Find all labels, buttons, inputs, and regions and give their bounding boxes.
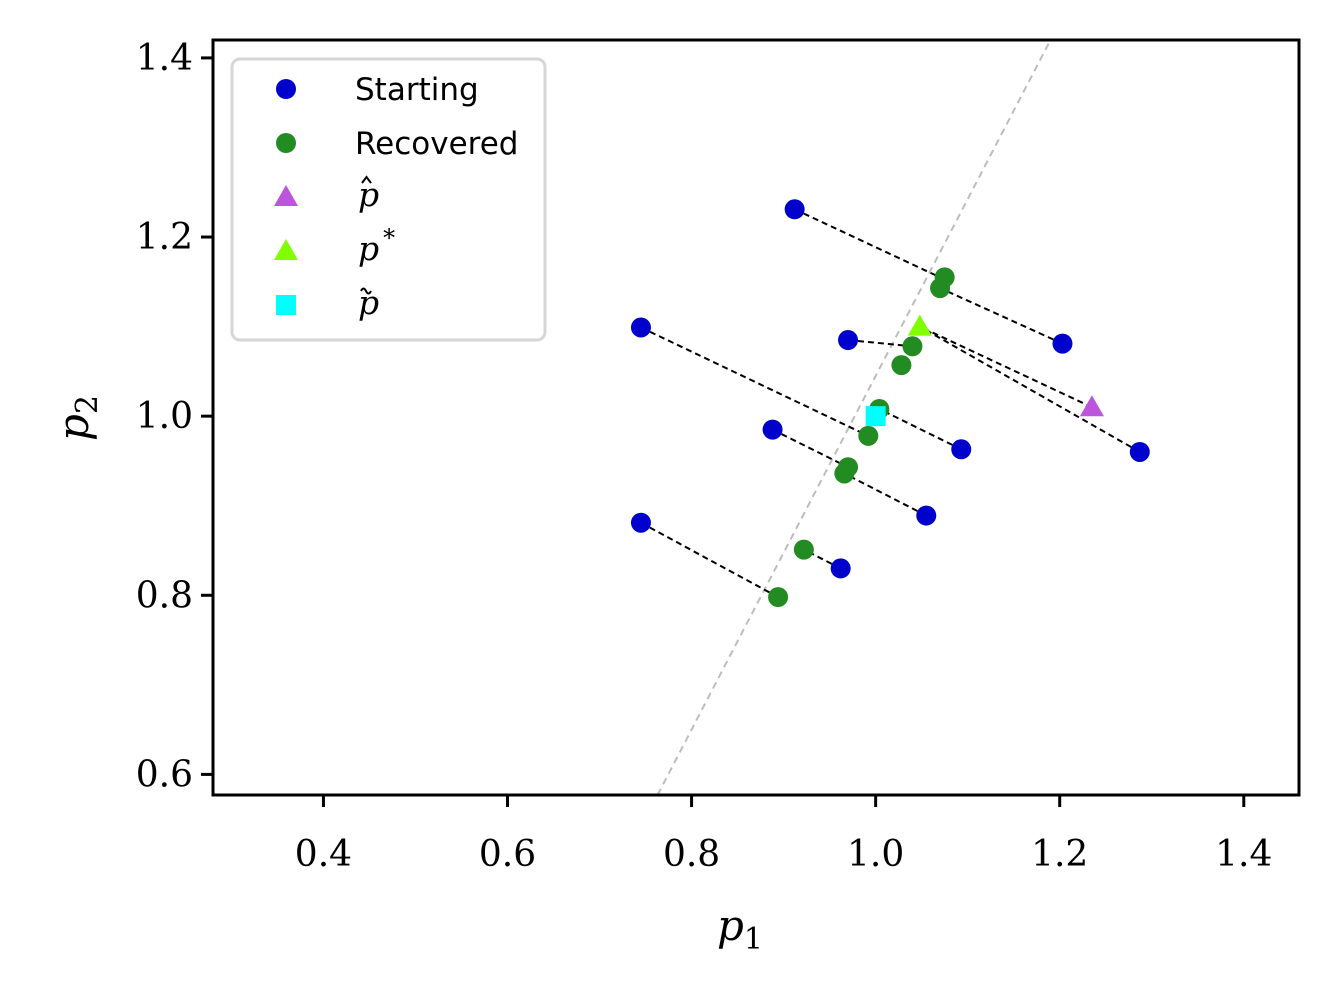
recovered-point xyxy=(891,355,912,376)
p-tilde-point xyxy=(865,406,886,427)
plot-area xyxy=(630,40,1150,795)
reference-line xyxy=(656,40,1052,795)
legend-box xyxy=(230,57,547,342)
x-tick-label: 1.0 xyxy=(847,834,904,875)
starting-point xyxy=(762,419,783,440)
p-star-point xyxy=(907,314,932,336)
connection-line xyxy=(919,325,1141,453)
x-tick-label: 0.8 xyxy=(663,834,720,875)
connection-line xyxy=(843,472,927,517)
starting-point xyxy=(838,330,859,351)
starting-point xyxy=(784,199,805,220)
connection-line xyxy=(939,287,1063,345)
recovered-point xyxy=(793,539,814,560)
tilde-accent xyxy=(360,287,372,295)
recovered-point xyxy=(858,425,879,446)
hat-accent xyxy=(361,175,372,184)
legend-marker xyxy=(274,185,298,206)
legend-marker xyxy=(276,133,296,153)
y-axis-label-subscript: 2 xyxy=(70,395,105,414)
y-axis-label: p2 xyxy=(49,395,105,441)
recovered-point xyxy=(930,278,951,299)
recovered-point xyxy=(902,336,923,357)
connection-line xyxy=(794,208,941,279)
legend-label: Recovered xyxy=(355,126,518,162)
x-axis: 0.4 0.6 0.8 1.0 1.2 1.4 xyxy=(295,795,1272,875)
connection-line xyxy=(640,326,869,437)
legend-label: p xyxy=(358,175,379,214)
connection-line xyxy=(878,408,962,451)
legend-label: Starting xyxy=(355,72,479,108)
y-axis: 0.6 0.8 1.0 1.2 1.4 xyxy=(136,38,213,795)
legend-marker xyxy=(274,239,298,260)
legend-label: p xyxy=(358,283,379,322)
starting-point xyxy=(630,512,651,533)
x-axis-label: p1 xyxy=(717,901,763,957)
y-tick-label: 1.4 xyxy=(136,38,193,79)
x-tick-label: 1.4 xyxy=(1215,834,1272,875)
connection-line xyxy=(772,428,849,469)
starting-point xyxy=(830,558,851,579)
recovered-point xyxy=(834,463,855,484)
connection-line xyxy=(919,325,1093,409)
starting-point xyxy=(916,505,937,526)
starting-point xyxy=(1129,441,1150,462)
legend-label-superscript: * xyxy=(383,224,395,252)
y-tick-label: 0.8 xyxy=(136,575,193,616)
legend-marker xyxy=(276,295,296,315)
connection-line xyxy=(847,339,913,348)
y-tick-label: 0.6 xyxy=(136,754,193,795)
recovered-point xyxy=(768,587,789,608)
starting-point xyxy=(630,317,651,338)
starting-point xyxy=(951,439,972,460)
y-tick-label: 1.2 xyxy=(136,217,193,258)
starting-point xyxy=(1052,333,1073,354)
x-axis-label-subscript: 1 xyxy=(744,922,763,957)
legend-marker xyxy=(276,79,296,99)
x-tick-label: 0.4 xyxy=(295,834,352,875)
y-tick-label: 1.0 xyxy=(136,396,193,437)
p-hat-point xyxy=(1079,395,1104,417)
x-tick-label: 1.2 xyxy=(1031,834,1088,875)
x-tick-label: 0.6 xyxy=(479,834,536,875)
connection-line xyxy=(640,521,779,598)
